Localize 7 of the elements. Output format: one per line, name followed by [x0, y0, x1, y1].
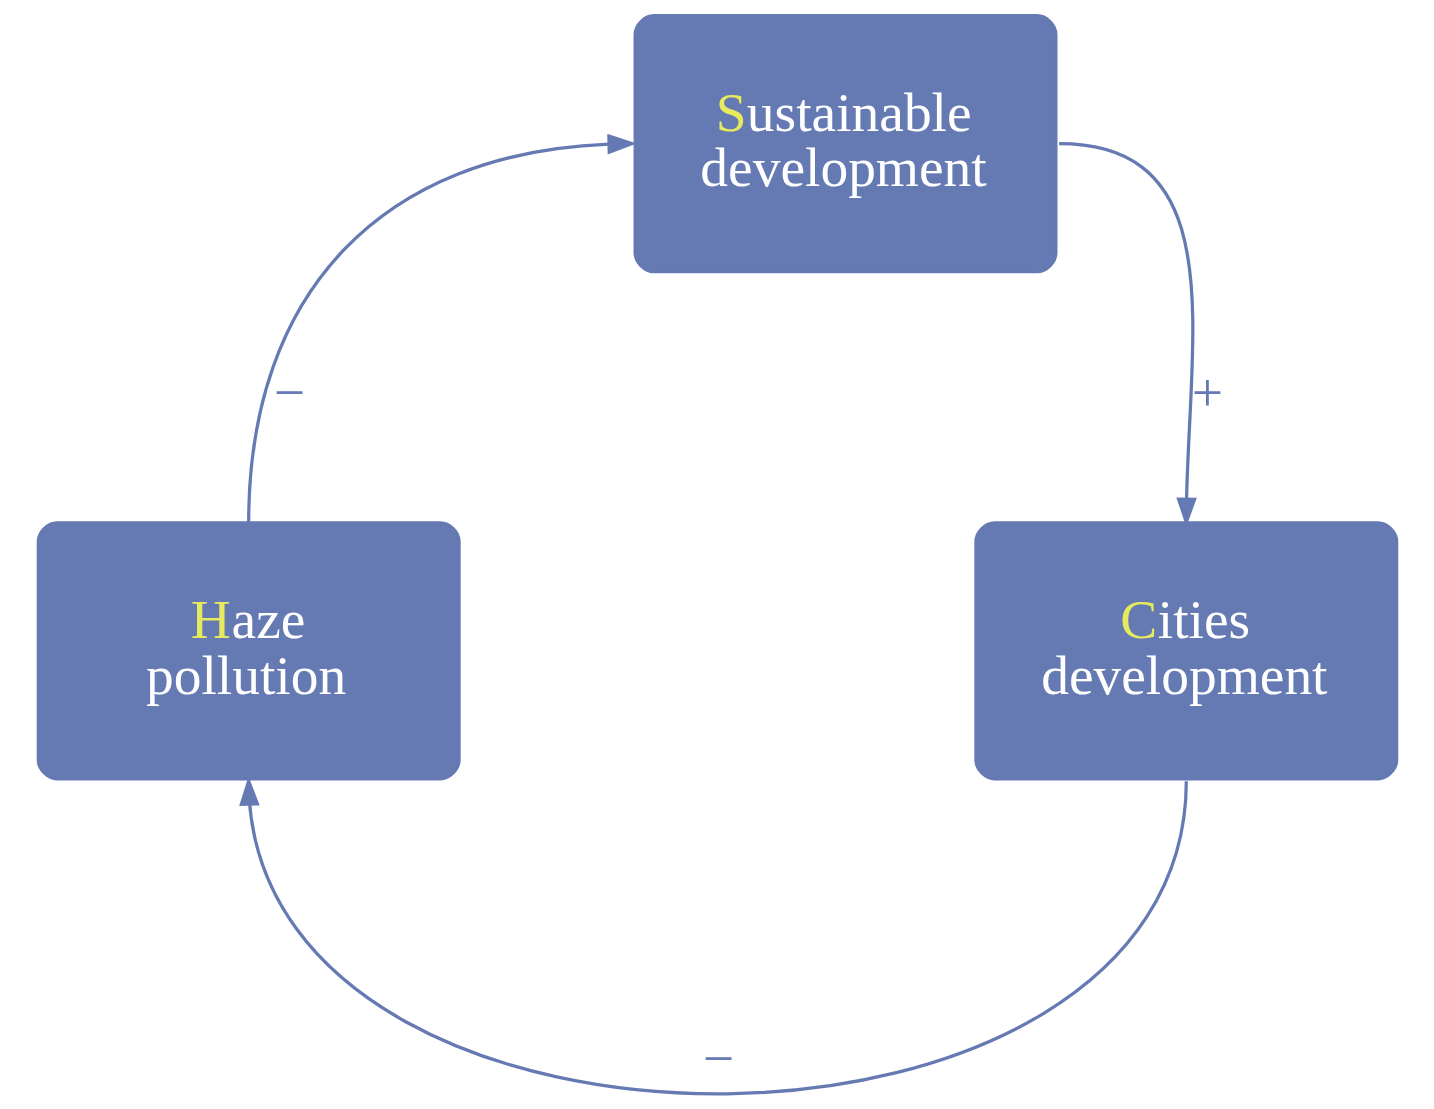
node-box: Sustainable development	[633, 14, 1057, 274]
arrow	[246, 133, 637, 523]
node-box: Cities development	[973, 521, 1398, 781]
edge-label: −	[702, 1027, 734, 1089]
node-box: Haze pollution	[36, 521, 461, 781]
edge-label: −	[273, 362, 305, 424]
edge-label: +	[1191, 362, 1223, 424]
